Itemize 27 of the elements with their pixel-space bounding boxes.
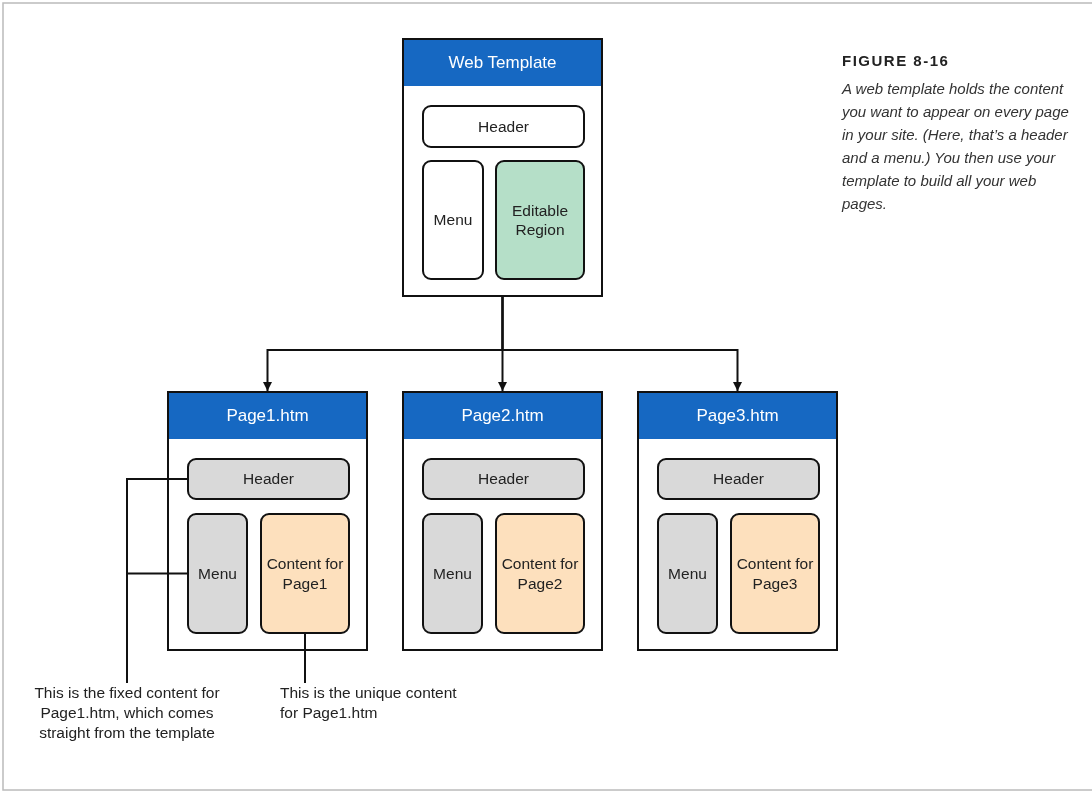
page-box xyxy=(637,391,838,651)
arrow xyxy=(501,296,742,392)
header-block: Header xyxy=(657,458,820,500)
header-block: Header xyxy=(422,105,585,148)
menu-block: Menu xyxy=(422,160,484,280)
leader-line xyxy=(304,633,306,684)
title-bar: Page1.htm xyxy=(169,393,366,439)
content-region: Content for Page2 xyxy=(495,513,585,634)
annotation-text: This is the unique content for Page1.htm xyxy=(280,683,460,723)
page-box xyxy=(402,38,603,297)
figure-title: FIGURE 8-16 xyxy=(842,52,951,69)
annotation-text: This is the fixed content for Page1.htm, which comes straight from the template xyxy=(32,683,222,767)
title-bar: Web Template xyxy=(404,40,601,86)
header-block: Header xyxy=(187,458,350,500)
menu-block: Menu xyxy=(422,513,483,634)
content-region: Content for Page1 xyxy=(260,513,350,634)
page-box xyxy=(167,391,368,651)
figure-caption: A web template holds the content you want to appear on every page in your site. (Here, that’s a header and a menu.) You then use your template to build all your web pages. xyxy=(842,79,1070,214)
leader-line xyxy=(126,572,188,684)
menu-block: Menu xyxy=(657,513,718,634)
header-block: Header xyxy=(422,458,585,500)
title-bar: Page2.htm xyxy=(404,393,601,439)
page-box xyxy=(402,391,603,651)
content-region: Content for Page3 xyxy=(730,513,820,634)
menu-block: Menu xyxy=(187,513,248,634)
title-bar: Page3.htm xyxy=(639,393,836,439)
content-region: Editable Region xyxy=(495,160,585,280)
